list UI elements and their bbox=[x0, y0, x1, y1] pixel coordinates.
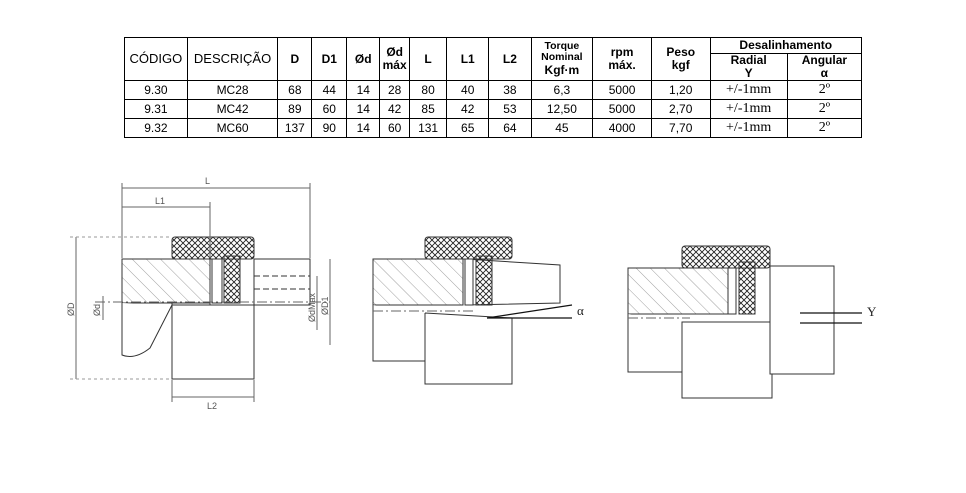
y-label: Y bbox=[867, 304, 877, 319]
coupling-dimension-drawing bbox=[70, 183, 331, 402]
cell-l1: 65 bbox=[446, 118, 490, 138]
header-odmax: Ød máx bbox=[379, 37, 411, 81]
header-l: L bbox=[409, 37, 448, 81]
dim-od1-label: ØD1 bbox=[320, 296, 330, 315]
cell-d1: 60 bbox=[311, 99, 348, 119]
dim-odmax-label: ØdMax bbox=[307, 292, 317, 322]
angular-misalignment-drawing bbox=[372, 236, 573, 385]
header-l2: L2 bbox=[488, 37, 532, 81]
header-codigo: CÓDIGO bbox=[124, 37, 188, 81]
header-l1: L1 bbox=[446, 37, 490, 81]
cell-torque: 45 bbox=[530, 118, 594, 138]
cell-radial: +/-1mm bbox=[709, 80, 788, 100]
cell-l: 131 bbox=[409, 118, 448, 138]
cell-codigo: 9.30 bbox=[124, 80, 188, 100]
cell-codigo: 9.32 bbox=[124, 118, 188, 138]
cell-l2: 64 bbox=[488, 118, 532, 138]
cell-rpm: 5000 bbox=[592, 80, 652, 100]
cell-angular: 2º bbox=[786, 118, 863, 138]
cell-codigo: 9.31 bbox=[124, 99, 188, 119]
dim-od-label: ØD bbox=[66, 302, 76, 316]
cell-rpm: 5000 bbox=[592, 99, 652, 119]
cell-rpm: 4000 bbox=[592, 118, 652, 138]
cell-d: 137 bbox=[277, 118, 313, 138]
cell-l: 85 bbox=[409, 99, 448, 119]
dim-small-od-label: Ød bbox=[92, 304, 102, 316]
cell-d: 89 bbox=[277, 99, 313, 119]
cell-descricao: MC60 bbox=[186, 118, 279, 138]
cell-torque: 6,3 bbox=[530, 80, 594, 100]
cell-od: 14 bbox=[346, 99, 381, 119]
dim-l-label: L bbox=[205, 176, 210, 186]
cell-d1: 90 bbox=[311, 118, 348, 138]
cell-od: 14 bbox=[346, 118, 381, 138]
header-radial: Radial Y bbox=[709, 53, 788, 81]
header-od: Ød bbox=[346, 37, 381, 81]
header-descricao: DESCRIÇÃO bbox=[186, 37, 279, 81]
specification-table: CÓDIGO DESCRIÇÃO D D1 Ød Ød máx L L1 L2 … bbox=[124, 37, 863, 138]
cell-torque: 12,50 bbox=[530, 99, 594, 119]
dim-l2-label: L2 bbox=[207, 401, 217, 411]
header-desalinhamento: Desalinhamento bbox=[709, 37, 863, 54]
header-angular: Angular α bbox=[786, 53, 863, 81]
alpha-label: α bbox=[577, 303, 584, 318]
cell-odmax: 28 bbox=[379, 80, 411, 100]
dim-l1-label: L1 bbox=[155, 196, 165, 206]
cell-peso: 1,20 bbox=[650, 80, 711, 100]
header-torque: Torque Nominal Kgf·m bbox=[530, 37, 594, 81]
radial-misalignment-drawing bbox=[627, 245, 862, 399]
cell-l2: 53 bbox=[488, 99, 532, 119]
